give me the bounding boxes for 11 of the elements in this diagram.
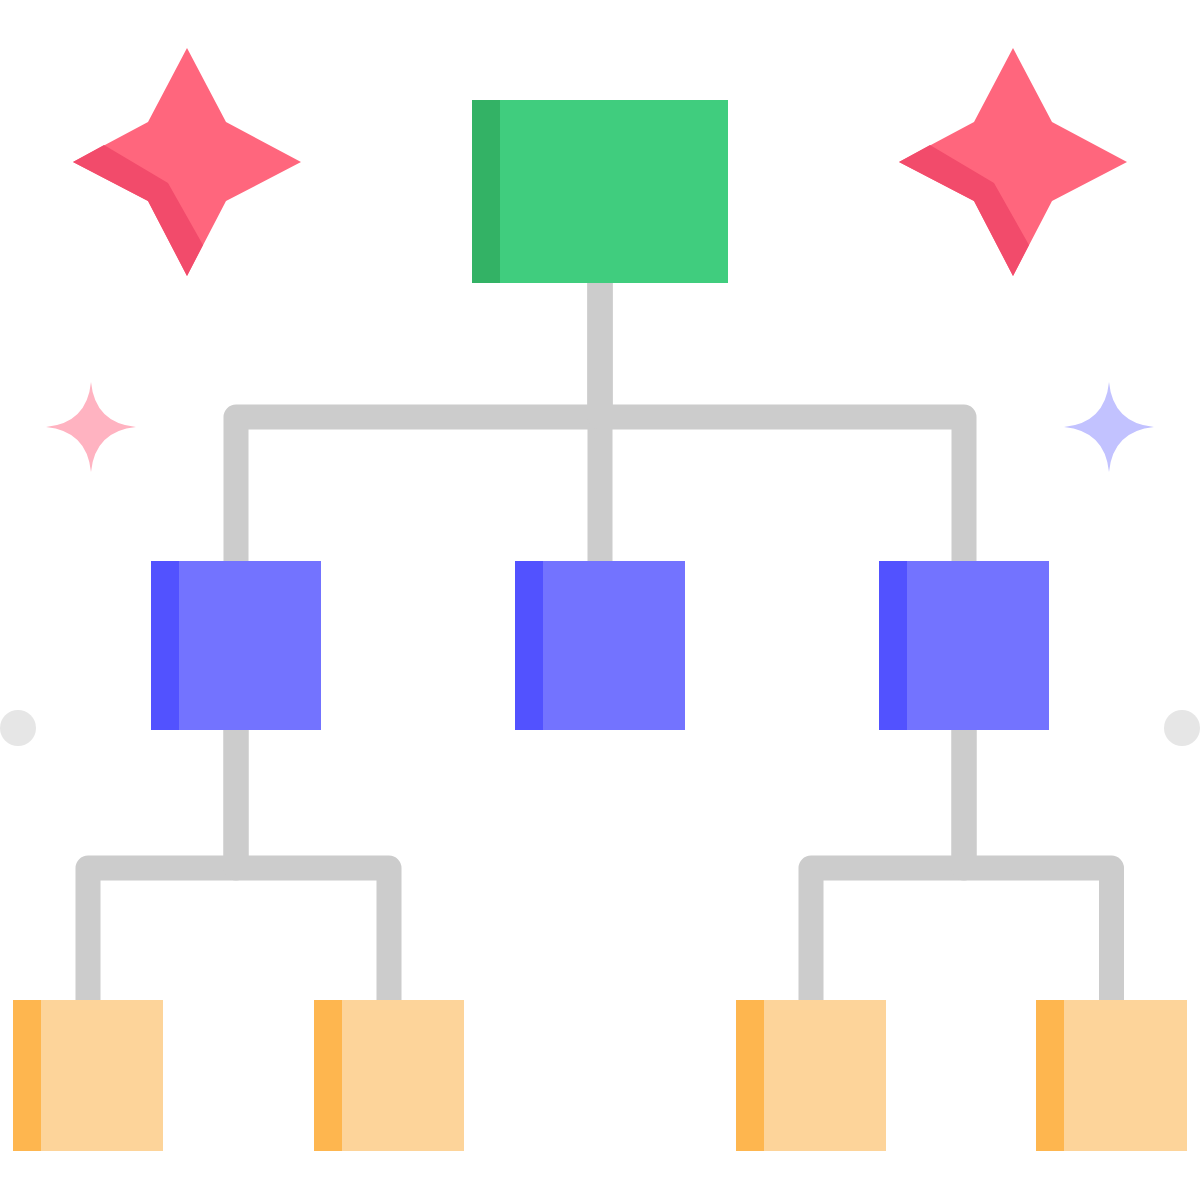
connector-line: [587, 283, 977, 561]
org-chart-box: [314, 1000, 464, 1151]
org-chart-box: [472, 100, 728, 283]
org-chart-box: [1036, 1000, 1187, 1151]
org-chart-box: [13, 1000, 163, 1151]
connector-line: [951, 730, 1124, 1000]
connector-line: [223, 730, 402, 1000]
org-chart-box: [151, 561, 321, 730]
org-chart-box: [515, 561, 685, 730]
org-chart-box: [879, 561, 1049, 730]
org-chart-box: [736, 1000, 886, 1151]
